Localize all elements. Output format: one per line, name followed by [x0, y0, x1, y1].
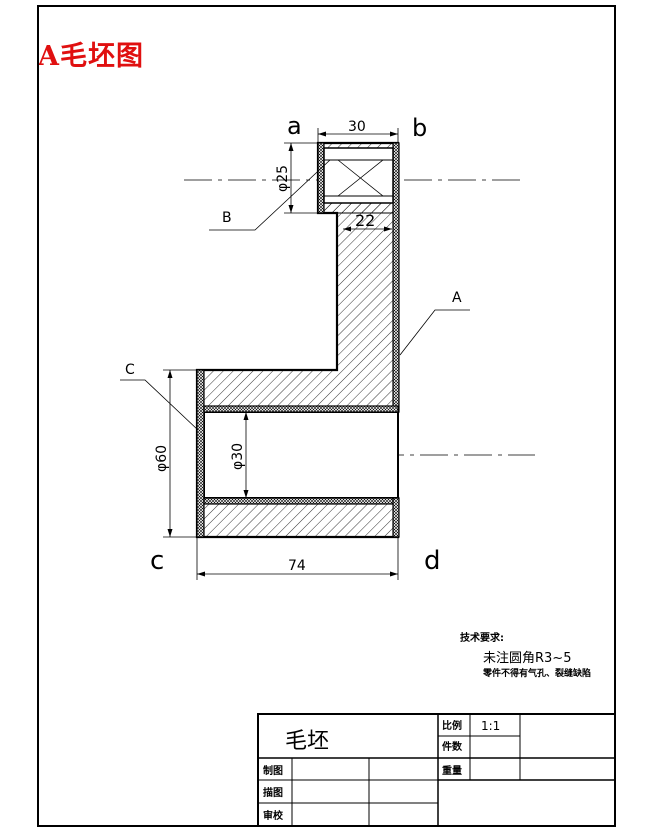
- title-block-traced-label: 描图: [263, 786, 283, 799]
- tech-req-line2: 零件不得有气孔、裂缝缺陷: [482, 667, 591, 679]
- title-block-part-name: 毛坯: [285, 729, 329, 754]
- point-label-a: a: [287, 112, 302, 140]
- point-label-d: d: [424, 546, 441, 576]
- point-label-b: b: [412, 114, 427, 142]
- bore: [203, 411, 399, 499]
- dim-top-width: 30: [348, 119, 366, 135]
- leader-label-B: B: [222, 210, 232, 226]
- title-block-drawn-label: 制图: [263, 764, 283, 777]
- dimension-lines: [120, 128, 470, 580]
- title-block-quantity-label: 件数: [442, 740, 463, 753]
- dim-total-length: 74: [288, 558, 306, 574]
- arrowheads: [167, 131, 398, 577]
- tech-req-heading: 技术要求:: [460, 631, 504, 644]
- flange-box: [323, 147, 394, 204]
- dim-bore-dia: φ30: [230, 443, 246, 470]
- leader-label-A: A: [452, 290, 462, 306]
- title-block-checked-label: 审校: [263, 809, 284, 822]
- title-block-scale-label: 比例: [442, 719, 462, 732]
- dim-flange-dia: φ25: [275, 165, 291, 192]
- title-block-scale-value: 1:1: [481, 719, 500, 733]
- machining-allowance: [196, 142, 400, 538]
- tech-req-line1: 未注圆角R3~5: [483, 651, 571, 666]
- dim-offset: 22: [355, 211, 375, 230]
- dim-outer-dia: φ60: [154, 445, 170, 472]
- leader-label-C: C: [125, 362, 135, 378]
- title-block: [257, 713, 616, 827]
- drawing-title: A毛坯图: [38, 41, 144, 72]
- point-label-c: c: [150, 546, 164, 576]
- title-block-weight-label: 重量: [442, 764, 462, 777]
